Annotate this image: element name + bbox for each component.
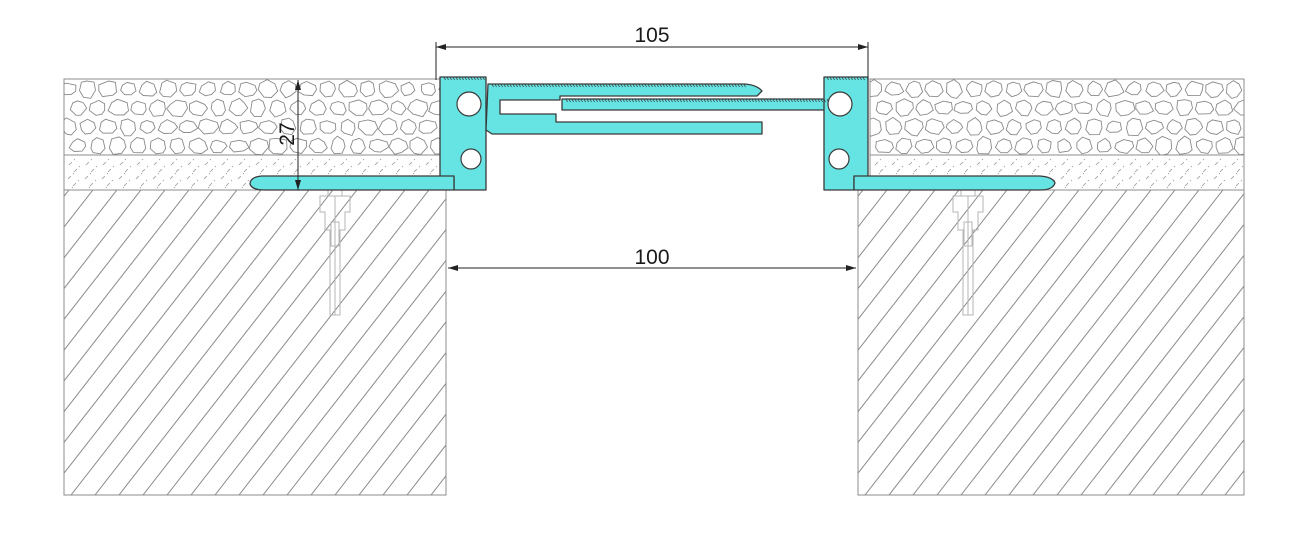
dimension-label-height: 27 <box>276 122 299 145</box>
left-floor-build-up <box>63 78 447 496</box>
dimension-top-width: 105 <box>435 24 869 80</box>
left-upper-groove <box>456 91 482 117</box>
right-anchor-dowel <box>952 185 984 316</box>
right-concrete-slab-outline <box>857 189 1245 496</box>
right-floor-build-up <box>857 78 1245 496</box>
center-cover-plate <box>485 83 763 135</box>
left-profile-flange <box>249 175 455 191</box>
dimension-label-top-width: 105 <box>634 24 669 47</box>
left-lower-groove <box>460 148 482 170</box>
left-stone-texture <box>64 79 440 155</box>
left-concrete-slab-outline <box>63 189 447 496</box>
right-stone-layer-outline <box>869 78 1245 156</box>
dimension-height: 27 <box>276 80 301 190</box>
expansion-joint-profile <box>249 76 1056 191</box>
left-anchor-dowel <box>319 185 351 316</box>
right-lower-groove <box>828 148 850 170</box>
profile-serrations <box>443 76 865 103</box>
right-stone-texture <box>870 79 1244 155</box>
right-upper-groove <box>827 91 853 117</box>
left-concrete-hatch <box>64 190 446 495</box>
dimension-label-gap-width: 100 <box>634 246 669 269</box>
right-concrete-hatch <box>858 190 1244 495</box>
right-profile-flange <box>853 175 1056 191</box>
dimension-gap-width: 100 <box>448 246 856 271</box>
